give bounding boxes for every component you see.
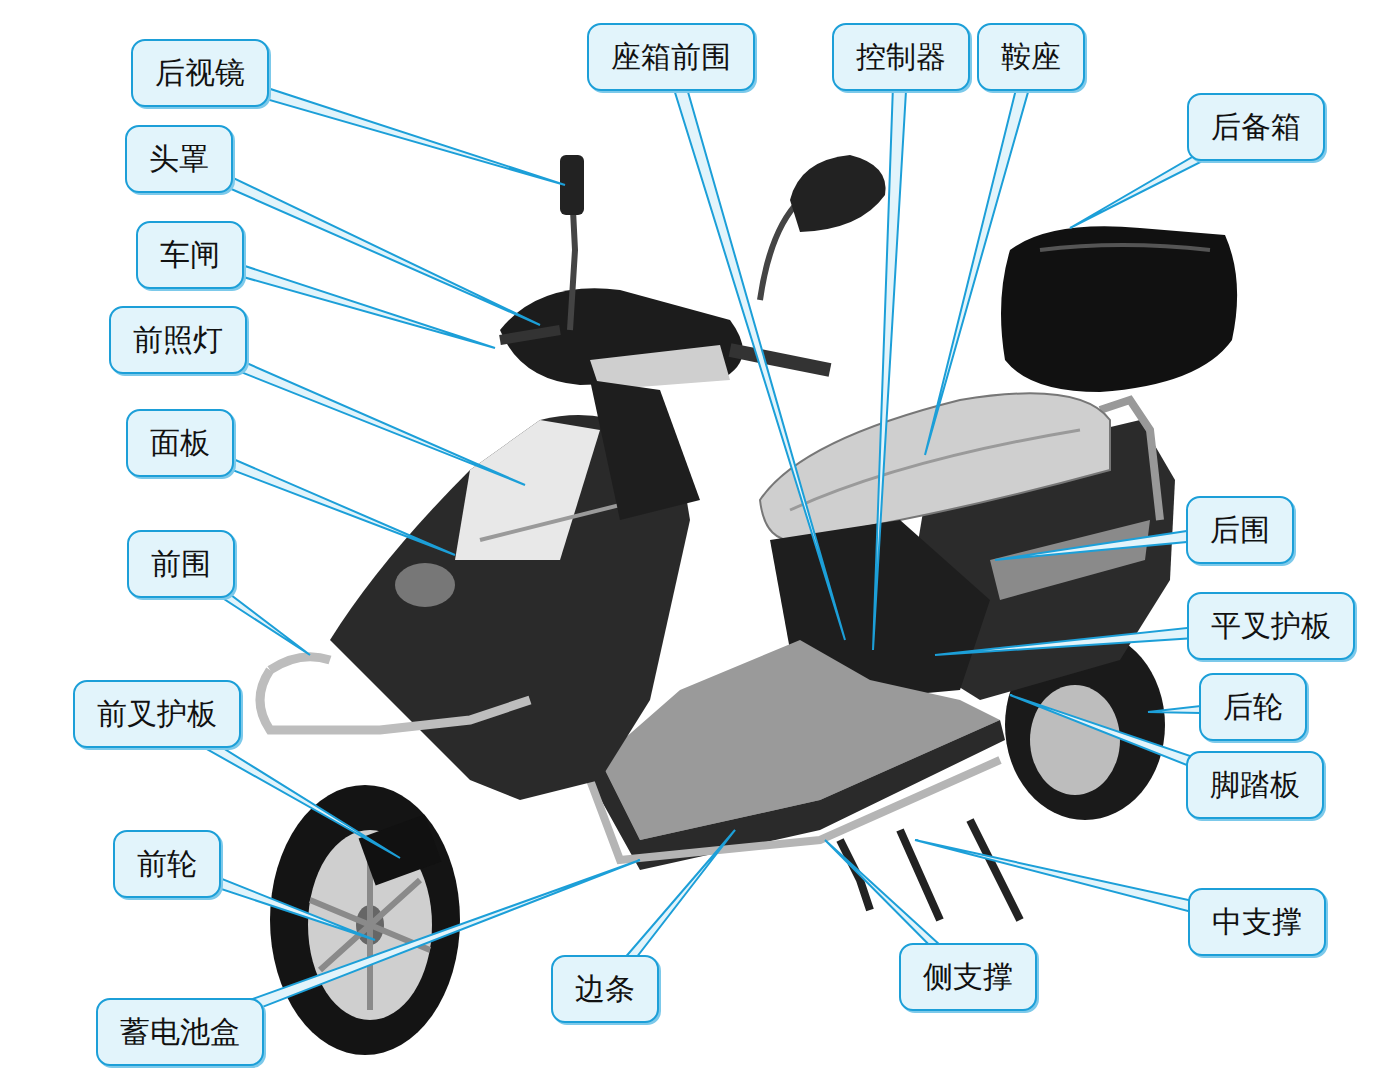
callout-box: 后备箱 <box>1187 93 1325 161</box>
part-name: 面板 <box>150 425 210 461</box>
callout-box: 控制器 <box>832 23 970 91</box>
part-name: 后备箱 <box>1211 109 1301 145</box>
callout-box: 头罩 <box>125 125 233 193</box>
callout-box: 蓄电池盒 <box>96 998 264 1066</box>
callout-box: 中支撑 <box>1188 888 1326 956</box>
part-name: 前照灯 <box>133 322 223 358</box>
scooter <box>260 155 1237 1055</box>
part-name: 蓄电池盒 <box>120 1014 240 1050</box>
callout-box: 后轮 <box>1199 673 1307 741</box>
callout-tails <box>157 57 1271 1039</box>
part-name: 中支撑 <box>1212 904 1302 940</box>
part-name: 后围 <box>1210 512 1270 548</box>
callout-box: 侧支撑 <box>899 943 1037 1011</box>
callout-box: 平叉护板 <box>1187 592 1355 660</box>
callout-box: 面板 <box>126 409 234 477</box>
part-name: 后轮 <box>1223 689 1283 725</box>
part-name: 座箱前围 <box>611 39 731 75</box>
callout-box: 后围 <box>1186 496 1294 564</box>
part-name: 前围 <box>151 546 211 582</box>
part-name: 后视镜 <box>155 55 245 91</box>
callout-box: 车闸 <box>136 221 244 289</box>
part-name: 平叉护板 <box>1211 608 1331 644</box>
callout-box: 前照灯 <box>109 306 247 374</box>
part-name: 脚踏板 <box>1210 767 1300 803</box>
part-name: 车闸 <box>160 237 220 273</box>
part-name: 前轮 <box>137 846 197 882</box>
callout-box: 前轮 <box>113 830 221 898</box>
callout-box: 边条 <box>551 955 659 1023</box>
callout-box: 鞍座 <box>977 23 1085 91</box>
part-name: 控制器 <box>856 39 946 75</box>
callout-box: 前围 <box>127 530 235 598</box>
part-name: 边条 <box>575 971 635 1007</box>
callout-box: 座箱前围 <box>587 23 755 91</box>
callout-box: 前叉护板 <box>73 680 241 748</box>
part-name: 鞍座 <box>1001 39 1061 75</box>
part-name: 侧支撑 <box>923 959 1013 995</box>
callout-box: 后视镜 <box>131 39 269 107</box>
part-name: 前叉护板 <box>97 696 217 732</box>
part-name: 头罩 <box>149 141 209 177</box>
callout-box: 脚踏板 <box>1186 751 1324 819</box>
